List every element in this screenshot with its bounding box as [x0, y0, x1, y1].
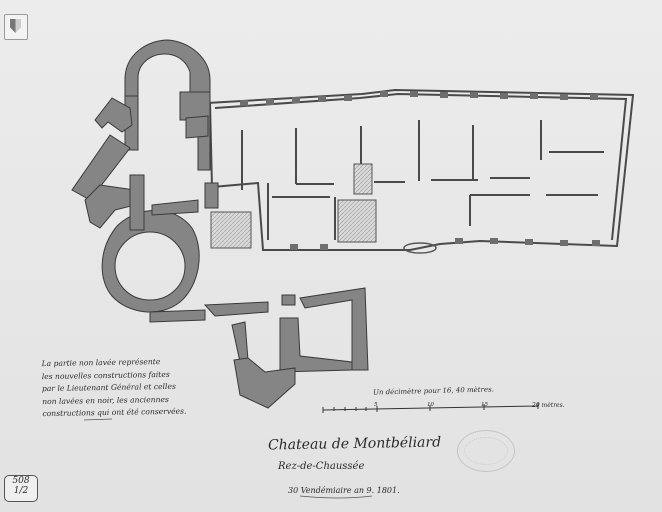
page-number-top: 508: [12, 476, 30, 486]
title-block: Chateau de Montbéliard Rez-de-Chaussée 3…: [267, 434, 442, 495]
scale-tick-label: 10: [427, 402, 434, 408]
scale-bar: [322, 403, 539, 413]
legend-line: constructions qui ont été conservées.: [42, 406, 187, 419]
staircases: [210, 163, 437, 254]
scale-end-label: 20 mètres.: [532, 402, 565, 409]
document-date: 30 Vendémiaire an 9. 1801.: [288, 486, 400, 495]
facade-piers: [240, 91, 600, 250]
document-title: Chateau de Montbéliard: [267, 434, 442, 454]
scale-tick-label: 5: [374, 402, 378, 408]
old-construction: [71, 39, 369, 409]
page-number-bottom: 1/2: [13, 486, 29, 496]
crest-stamp-icon: [4, 14, 28, 40]
east-wing: [206, 88, 635, 251]
document-subtitle: Rez-de-Chaussée: [278, 461, 365, 472]
title-flourishes: [83, 418, 373, 499]
scale-tick-label: 15: [481, 402, 488, 408]
legend-note: La partie non lavée représente les nouve…: [41, 356, 187, 421]
page-number-badge: 508 1/2: [4, 475, 38, 502]
archive-stamp-icon: [457, 430, 515, 472]
